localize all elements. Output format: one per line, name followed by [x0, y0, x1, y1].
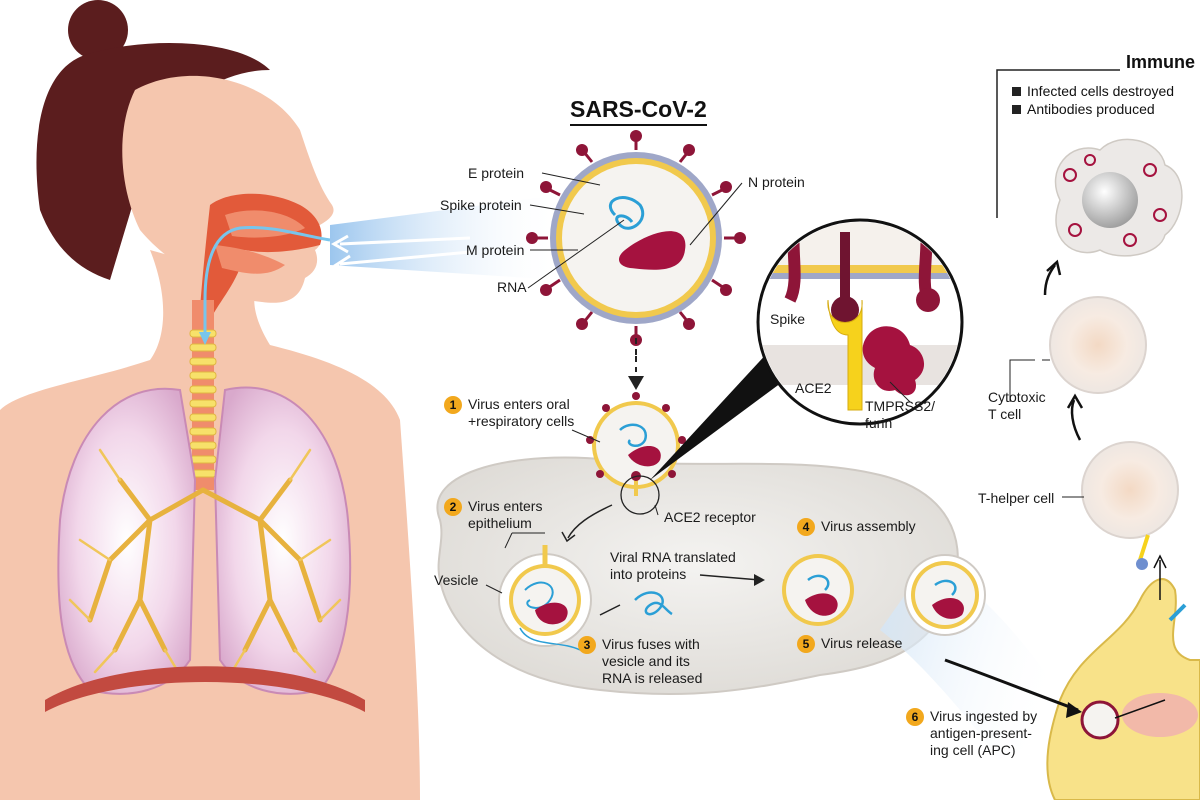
legend-square-icon [1012, 104, 1021, 114]
virus-label-leaders [527, 172, 743, 372]
label-translation: Viral RNA translated into proteins [610, 549, 736, 582]
step-4: 4 Virus assembly [797, 518, 916, 536]
immune-legend: Infected cells destroyed Antibodies prod… [1012, 82, 1174, 118]
step-text: Virus assembly [821, 518, 916, 534]
step-1: 1 Virus enters oral +respiratory cells [444, 396, 574, 430]
step-text: Virus ingested by antigen-present- ing c… [930, 708, 1038, 758]
label-spike-zoom: Spike [770, 311, 806, 327]
label-n-protein: N protein [748, 174, 805, 190]
step-5: 5 Virus release [797, 635, 902, 653]
t-helper-cell [1081, 441, 1179, 570]
label-m-protein: M protein [466, 242, 525, 258]
label-rna: RNA [497, 279, 527, 295]
step-text: Virus release [821, 635, 903, 651]
step-number-badge: 1 [444, 396, 462, 414]
label-ace2: ACE2 [795, 380, 832, 396]
step-text: Virus enters oral +respiratory cells [468, 396, 575, 429]
step-number-badge: 6 [906, 708, 924, 726]
airflow [330, 195, 560, 280]
legend-item: Infected cells destroyed [1012, 82, 1174, 100]
cytotoxic-t-cell [1049, 296, 1147, 394]
cell-label-leaders [485, 359, 1084, 594]
step-number-badge: 4 [797, 518, 815, 536]
step-number-badge: 3 [578, 636, 596, 654]
apc-cell [1046, 554, 1200, 800]
released-virion [904, 554, 986, 636]
vesicle-virion [498, 545, 592, 651]
entering-virion [586, 392, 686, 515]
diagram-title: SARS-CoV-2 [570, 96, 707, 126]
label-e-protein: E protein [468, 165, 525, 181]
label-t-helper-cell: T-helper cell [978, 490, 1055, 506]
legend-item: Antibodies produced [1012, 100, 1174, 118]
infected-cell [1054, 138, 1183, 257]
sars-cov-2-virion [526, 130, 746, 346]
assembly-virion [782, 554, 854, 626]
step-6: 6 Virus ingested by antigen-present- ing… [906, 708, 1037, 759]
human-figure [0, 0, 420, 800]
label-vesicle: Vesicle [434, 572, 479, 588]
step-number-badge: 5 [797, 635, 815, 653]
step-text: Virus enters epithelium [468, 498, 543, 531]
step-text: Virus fuses with vesicle and its RNA is … [602, 636, 703, 686]
label-ace2-receptor: ACE2 receptor [664, 509, 756, 525]
step-2: 2 Virus enters epithelium [444, 498, 542, 532]
label-tmprss2: TMPRSS2/ furin [865, 398, 936, 431]
immune-title: Immune [1126, 52, 1196, 72]
free-rna [634, 591, 673, 616]
immune-bracket [996, 69, 1120, 218]
label-spike-protein: Spike protein [440, 197, 522, 213]
step-3: 3 Virus fuses with vesicle and its RNA i… [578, 636, 702, 687]
legend-square-icon [1012, 86, 1021, 96]
step-number-badge: 2 [444, 498, 462, 516]
label-cytotoxic-t-cell: Cytotoxic T cell [988, 389, 1046, 422]
